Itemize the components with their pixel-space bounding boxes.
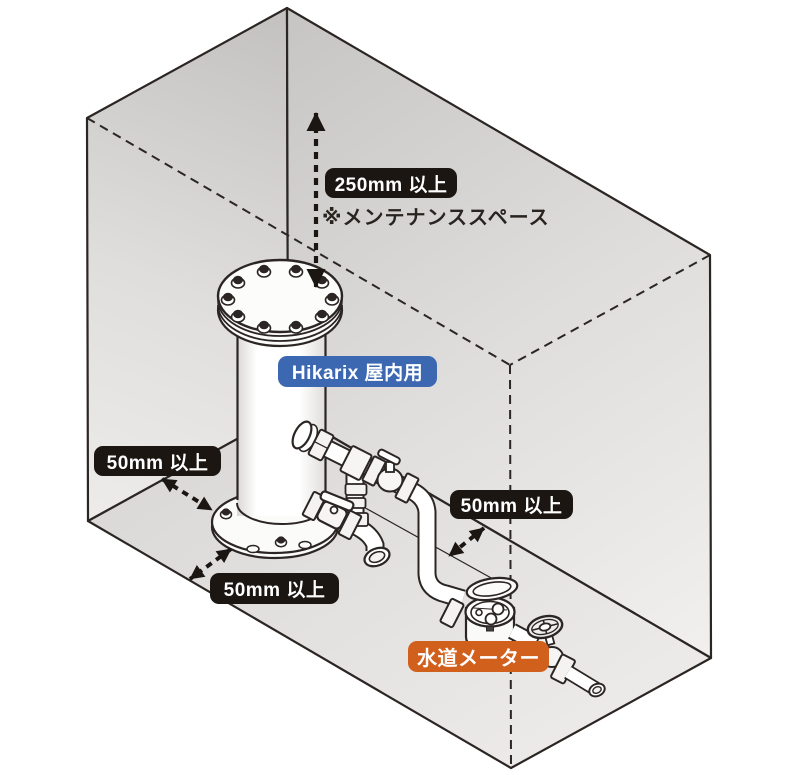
label-maintenance-note: ※メンテナンススペース	[322, 207, 550, 229]
label-right-clearance: 50mm 以上	[450, 490, 573, 519]
label-water-meter: 水道メーター	[408, 641, 549, 672]
label-left-clearance: 50mm 以上	[94, 446, 221, 476]
hidden-edge-left-top	[86, 117, 511, 366]
piping	[291, 420, 466, 609]
base-flange-bolts	[219, 508, 312, 554]
label-front-clearance: 50mm 以上	[210, 573, 339, 604]
clearance-arrow-front	[188, 547, 233, 581]
label-device-name: Hikarix 屋内用	[278, 356, 437, 387]
tee-fitting	[339, 445, 373, 481]
gate-valve	[361, 448, 420, 504]
hidden-edge-right-top	[509, 254, 711, 366]
hidden-edge-front-corner	[509, 364, 512, 769]
clearance-arrows	[160, 112, 486, 581]
top-flange	[216, 258, 344, 348]
room-box	[85, 6, 713, 770]
union-nut	[307, 428, 335, 462]
handwheel	[526, 614, 564, 640]
outlet-open-end	[588, 682, 606, 698]
open-pipe-end	[363, 546, 391, 568]
ball-valve	[301, 490, 363, 541]
ball-valve-lever	[319, 490, 355, 512]
label-top-clearance: 250mm 以上	[325, 168, 457, 198]
water-meter	[439, 576, 519, 651]
room-hidden-edges	[86, 117, 711, 769]
meter-lid-open	[465, 576, 519, 602]
clearance-arrow-left	[160, 477, 214, 512]
gate-valve-handle	[377, 448, 401, 466]
stop-valve	[508, 614, 606, 698]
clearance-arrow-right	[447, 526, 486, 558]
